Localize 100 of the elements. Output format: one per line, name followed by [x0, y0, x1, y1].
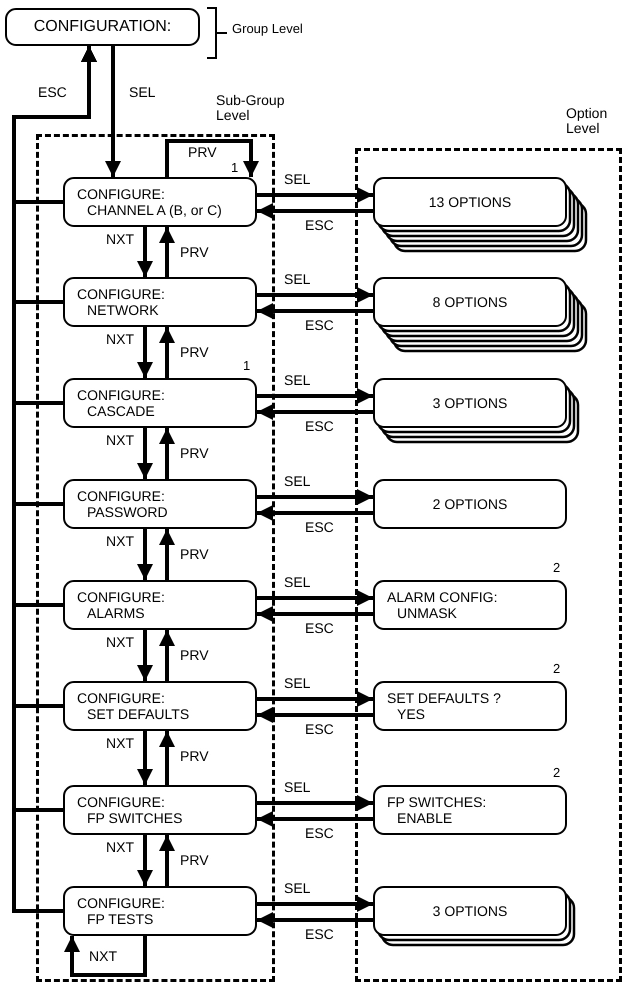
menu-option-box — [63, 580, 257, 630]
box-label: CONFIGURE: NETWORK — [76, 286, 166, 318]
menu-option-box — [373, 580, 567, 630]
edge-label: ESC — [304, 926, 335, 942]
arrow — [257, 505, 373, 521]
arrow — [137, 428, 153, 479]
level-heading: Sub-Group Level — [216, 93, 286, 124]
arrow — [159, 227, 175, 277]
arrow — [257, 691, 373, 707]
arrow — [137, 835, 153, 886]
footnote-mark: 2 — [553, 661, 560, 676]
edge-label: ESC — [304, 721, 335, 737]
arrow — [257, 203, 373, 219]
edge-label: PRV — [179, 244, 210, 260]
edge-label: SEL — [283, 473, 312, 489]
menu-option-box — [373, 277, 567, 327]
edge-label: ESC — [304, 217, 335, 233]
box-label: 3 OPTIONS — [432, 394, 508, 412]
arrow — [257, 187, 373, 203]
box-label: CONFIGURE: FP SWITCHES — [76, 794, 184, 826]
menu-option-box — [63, 277, 257, 327]
level-heading: Option Level — [566, 106, 608, 137]
edge-label: SEL — [283, 880, 312, 896]
arrow — [137, 529, 153, 580]
box-label: 8 OPTIONS — [432, 294, 508, 310]
arrow — [137, 227, 153, 277]
footnote-mark: 2 — [553, 765, 560, 780]
edge-label: PRV — [187, 144, 218, 160]
edge-label: ESC — [304, 519, 335, 535]
level-label: Group Level — [232, 21, 303, 36]
arrow — [257, 287, 373, 303]
arrow — [257, 811, 373, 827]
menu-option-box — [373, 378, 567, 428]
arrow — [165, 139, 259, 177]
box-label: 13 OPTIONS — [428, 194, 512, 210]
edge-label: SEL — [128, 84, 156, 100]
arrow — [137, 731, 153, 785]
edge-label: PRV — [179, 647, 210, 663]
edge-label: SEL — [283, 372, 312, 388]
box-label: CONFIGURE: FP TESTS — [76, 894, 166, 928]
arrow — [159, 835, 175, 886]
arrow — [257, 896, 373, 912]
arrow — [257, 606, 373, 622]
edge-label: ESC — [304, 620, 335, 636]
menu-option-box — [63, 378, 257, 428]
menu-option-box — [373, 886, 567, 936]
box-label: CONFIGURE: SET DEFAULTS — [76, 690, 190, 722]
menu-option-box — [373, 681, 567, 731]
footnote-mark: 2 — [553, 560, 560, 575]
arrow — [257, 912, 373, 928]
edge-label: ESC — [304, 317, 335, 333]
edge-label: ESC — [304, 825, 335, 841]
edge-label: ESC — [37, 84, 68, 100]
box-label: SET DEFAULTS ? YES — [386, 690, 502, 722]
arrow — [257, 303, 373, 319]
arrow — [257, 707, 373, 723]
box-label: CONFIGURE: PASSWORD — [76, 488, 169, 520]
menu-option-box — [373, 785, 567, 835]
edge-label: SEL — [283, 171, 312, 187]
menu-box — [5, 8, 200, 46]
arrow — [159, 327, 175, 378]
edge-label: PRV — [179, 748, 210, 764]
box-label: CONFIGURE: CHANNEL A (B, or C) — [76, 186, 223, 218]
arrow — [257, 489, 373, 505]
edge-label: PRV — [179, 546, 210, 562]
arrow — [137, 327, 153, 378]
edge-label: PRV — [179, 852, 210, 868]
edge-label: SEL — [283, 779, 312, 795]
box-label: 2 OPTIONS — [432, 496, 508, 512]
arrow — [105, 46, 121, 177]
box-label: FP SWITCHES: ENABLE — [386, 794, 488, 826]
arrow — [137, 630, 153, 681]
edge-label: SEL — [283, 574, 312, 590]
arrow — [159, 529, 175, 580]
menu-option-box — [63, 479, 257, 529]
edge-label: PRV — [179, 344, 210, 360]
arrow — [159, 731, 175, 785]
menu-option-box — [63, 177, 257, 227]
arrow — [257, 795, 373, 811]
menu-option-box — [63, 785, 257, 835]
arrow — [257, 388, 373, 404]
menu-option-box — [63, 886, 257, 936]
menu-option-box — [373, 479, 567, 529]
menu-option-box — [63, 681, 257, 731]
edge-label: SEL — [283, 271, 312, 287]
edge-label: PRV — [179, 445, 210, 461]
footnote-mark: 1 — [243, 358, 250, 373]
box-label: CONFIGURE: CASCADE — [76, 386, 166, 420]
arrow — [257, 404, 373, 420]
box-label: ALARM CONFIG: UNMASK — [386, 588, 498, 622]
footnote-mark: 1 — [231, 160, 238, 175]
menu-option-box — [373, 177, 567, 227]
arrow — [159, 428, 175, 479]
arrow — [257, 590, 373, 606]
edge-label: NXT — [88, 948, 118, 964]
box-label: CONFIGURE: ALARMS — [76, 588, 166, 622]
box-label: CONFIGURATION: — [32, 18, 172, 36]
arrow — [64, 936, 147, 977]
edge-label: SEL — [283, 675, 312, 691]
edge-label: ESC — [304, 418, 335, 434]
